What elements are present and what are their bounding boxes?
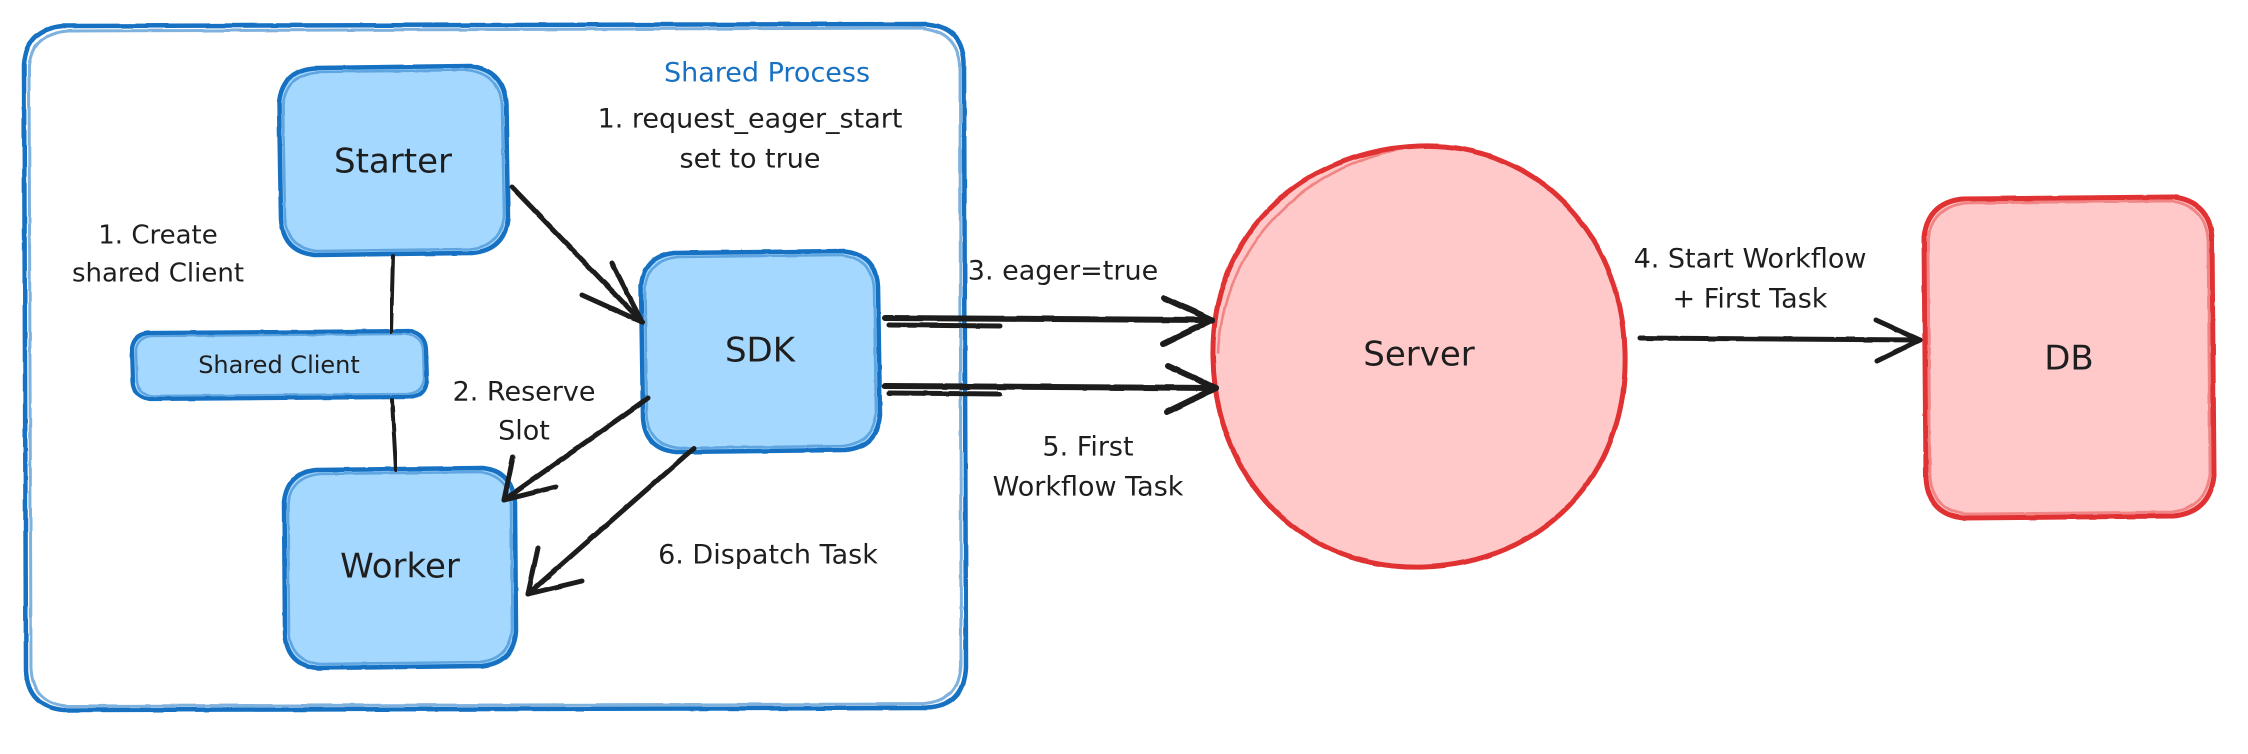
edge-label-line-2: shared Client <box>72 259 244 289</box>
edge-dispatch-task <box>525 445 697 597</box>
node-shared-client-label: Shared Client <box>198 351 360 379</box>
edge-reserve-slot-label: 2. Reserve Slot <box>453 377 596 447</box>
node-starter[interactable] <box>276 63 511 258</box>
node-db[interactable] <box>1921 194 2217 521</box>
edge-label-line-2: + First Task <box>1673 284 1828 315</box>
node-sdk[interactable] <box>638 248 883 455</box>
node-starter-label: Starter <box>334 142 452 182</box>
edge-label-line-1: 1. Create <box>98 221 217 251</box>
edge-start-workflow-label: 4. Start Workflow + First Task <box>1634 244 1867 315</box>
edge-create-shared-client <box>389 254 398 472</box>
node-worker-label: Worker <box>340 547 460 587</box>
edge-label-line-2: set to true <box>680 144 821 175</box>
edge-first-workflow-task <box>882 363 1219 415</box>
edge-label-eager-true: 3. eager=true <box>968 256 1158 287</box>
edge-label-line-1: 5. First <box>1042 432 1133 463</box>
edge-request-eager-start-label: 1. request_eager_start set to true <box>598 104 903 175</box>
edge-eager-true <box>882 295 1215 347</box>
edge-request-eager-start <box>509 184 645 325</box>
node-server[interactable] <box>1210 143 1628 570</box>
edge-label-line-1: 4. Start Workflow <box>1634 244 1867 275</box>
node-sdk-label: SDK <box>725 331 797 371</box>
shared-process-label: Shared Process <box>664 58 870 89</box>
edge-label-line-1: 2. Reserve <box>453 377 596 408</box>
node-shared-client[interactable] <box>129 328 430 402</box>
edge-first-workflow-task-label: 5. First Workflow Task <box>993 432 1184 503</box>
shared-process-container <box>21 21 969 713</box>
node-server-label: Server <box>1363 335 1475 375</box>
node-db-label: DB <box>2044 339 2094 379</box>
node-worker[interactable] <box>281 465 519 671</box>
edge-label-line-2: Slot <box>498 416 550 447</box>
edge-label-line-2: Workflow Task <box>993 472 1184 503</box>
edge-label-dispatch-task: 6. Dispatch Task <box>658 540 878 571</box>
edge-label-line-1: 1. request_eager_start <box>598 104 903 135</box>
edge-reserve-slot <box>501 395 651 503</box>
edge-create-shared-client-label: 1. Create shared Client <box>72 221 244 289</box>
edge-start-workflow <box>1637 317 1923 364</box>
